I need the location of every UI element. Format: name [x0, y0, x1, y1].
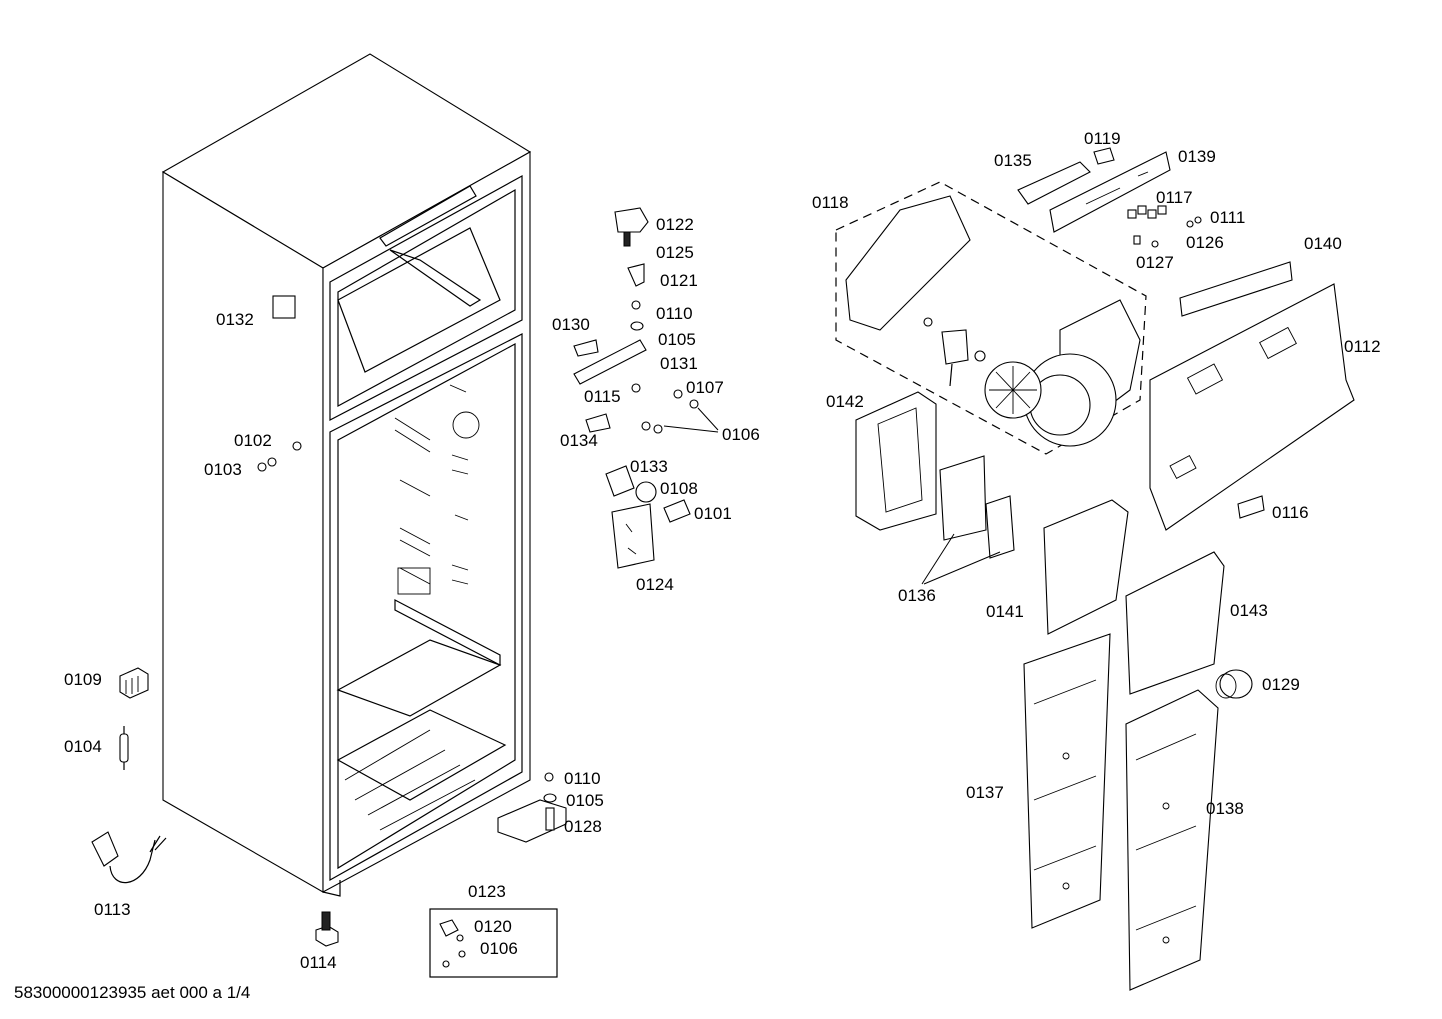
label-0133: 0133 — [630, 457, 668, 476]
label-0106-upper: 0106 — [722, 425, 760, 444]
label-0114: 0114 — [300, 953, 337, 972]
label-0121: 0121 — [660, 271, 698, 290]
part-0112-rear-panel-icon — [1149, 283, 1355, 531]
label-0123: 0123 — [468, 882, 506, 901]
label-0129: 0129 — [1262, 675, 1300, 694]
label-0125: 0125 — [656, 243, 694, 262]
part-0141-icon — [1043, 499, 1129, 635]
label-0115: 0115 — [584, 387, 621, 406]
label-0102: 0102 — [234, 431, 272, 450]
label-0117: 0117 — [1156, 188, 1193, 207]
label-0127: 0127 — [1136, 253, 1174, 272]
part-0143-icon — [1125, 551, 1225, 695]
hinge-parts-group — [497, 207, 719, 843]
part-0136-icon — [921, 455, 1015, 585]
part-0140-strip-icon — [1179, 261, 1293, 317]
part-0104-bulb-icon — [119, 726, 129, 770]
label-0139: 0139 — [1178, 147, 1216, 166]
label-0126: 0126 — [1186, 233, 1224, 252]
label-0141: 0141 — [986, 602, 1024, 621]
label-0105-lower: 0105 — [566, 791, 604, 810]
label-0107: 0107 — [686, 378, 724, 397]
label-0118: 0118 — [812, 193, 849, 212]
label-0119: 0119 — [1084, 129, 1121, 148]
label-0140: 0140 — [1304, 234, 1342, 253]
part-0138-panel-icon — [1125, 689, 1219, 991]
label-0113: 0113 — [94, 900, 131, 919]
part-0113-power-cord-icon — [91, 831, 167, 884]
label-0112: 0112 — [1344, 337, 1381, 356]
part-0109-clip-icon — [119, 667, 149, 699]
part-0102-0103-screws-icon — [257, 441, 302, 472]
part-0129-knob-icon — [1215, 669, 1253, 699]
label-0116: 0116 — [1272, 503, 1309, 522]
label-0110-upper: 0110 — [656, 304, 693, 323]
label-0136: 0136 — [898, 586, 936, 605]
label-0120: 0120 — [474, 917, 512, 936]
label-0110-lower: 0110 — [564, 769, 601, 788]
label-0128: 0128 — [564, 817, 602, 836]
kit-0123-parts-icon — [439, 919, 466, 968]
control-board — [1017, 147, 1202, 248]
label-0134: 0134 — [560, 431, 598, 450]
label-0135: 0135 — [994, 151, 1032, 170]
part-0132-icon — [272, 295, 296, 319]
part-0142-duct-icon — [855, 391, 937, 531]
part-0137-panel-icon — [1023, 633, 1111, 929]
part-0114-foot-screw-icon — [315, 911, 339, 947]
label-0142: 0142 — [826, 392, 864, 411]
part-labels: 0132 0102 0103 0109 0104 0113 0114 0122 … — [64, 129, 1381, 972]
part-0116-icon — [1237, 495, 1265, 519]
kit-0123-box — [429, 908, 558, 978]
label-0138: 0138 — [1206, 799, 1244, 818]
label-0105-upper: 0105 — [658, 330, 696, 349]
label-0108: 0108 — [660, 479, 698, 498]
label-0106-lower: 0106 — [480, 939, 518, 958]
label-0137: 0137 — [966, 783, 1004, 802]
refrigerator-cabinet — [161, 53, 532, 897]
label-0122: 0122 — [656, 215, 694, 234]
label-0111: 0111 — [1210, 208, 1245, 227]
label-0131: 0131 — [660, 354, 698, 373]
fan-assembly — [835, 181, 1147, 455]
label-0130: 0130 — [552, 315, 590, 334]
label-0101: 0101 — [694, 504, 732, 523]
document-footer-id: 58300000123935 aet 000 a 1/4 — [14, 983, 250, 1002]
label-0132: 0132 — [216, 310, 254, 329]
label-0143: 0143 — [1230, 601, 1268, 620]
label-0109: 0109 — [64, 670, 102, 689]
label-0104: 0104 — [64, 737, 102, 756]
label-0103: 0103 — [204, 460, 242, 479]
label-0124: 0124 — [636, 575, 674, 594]
